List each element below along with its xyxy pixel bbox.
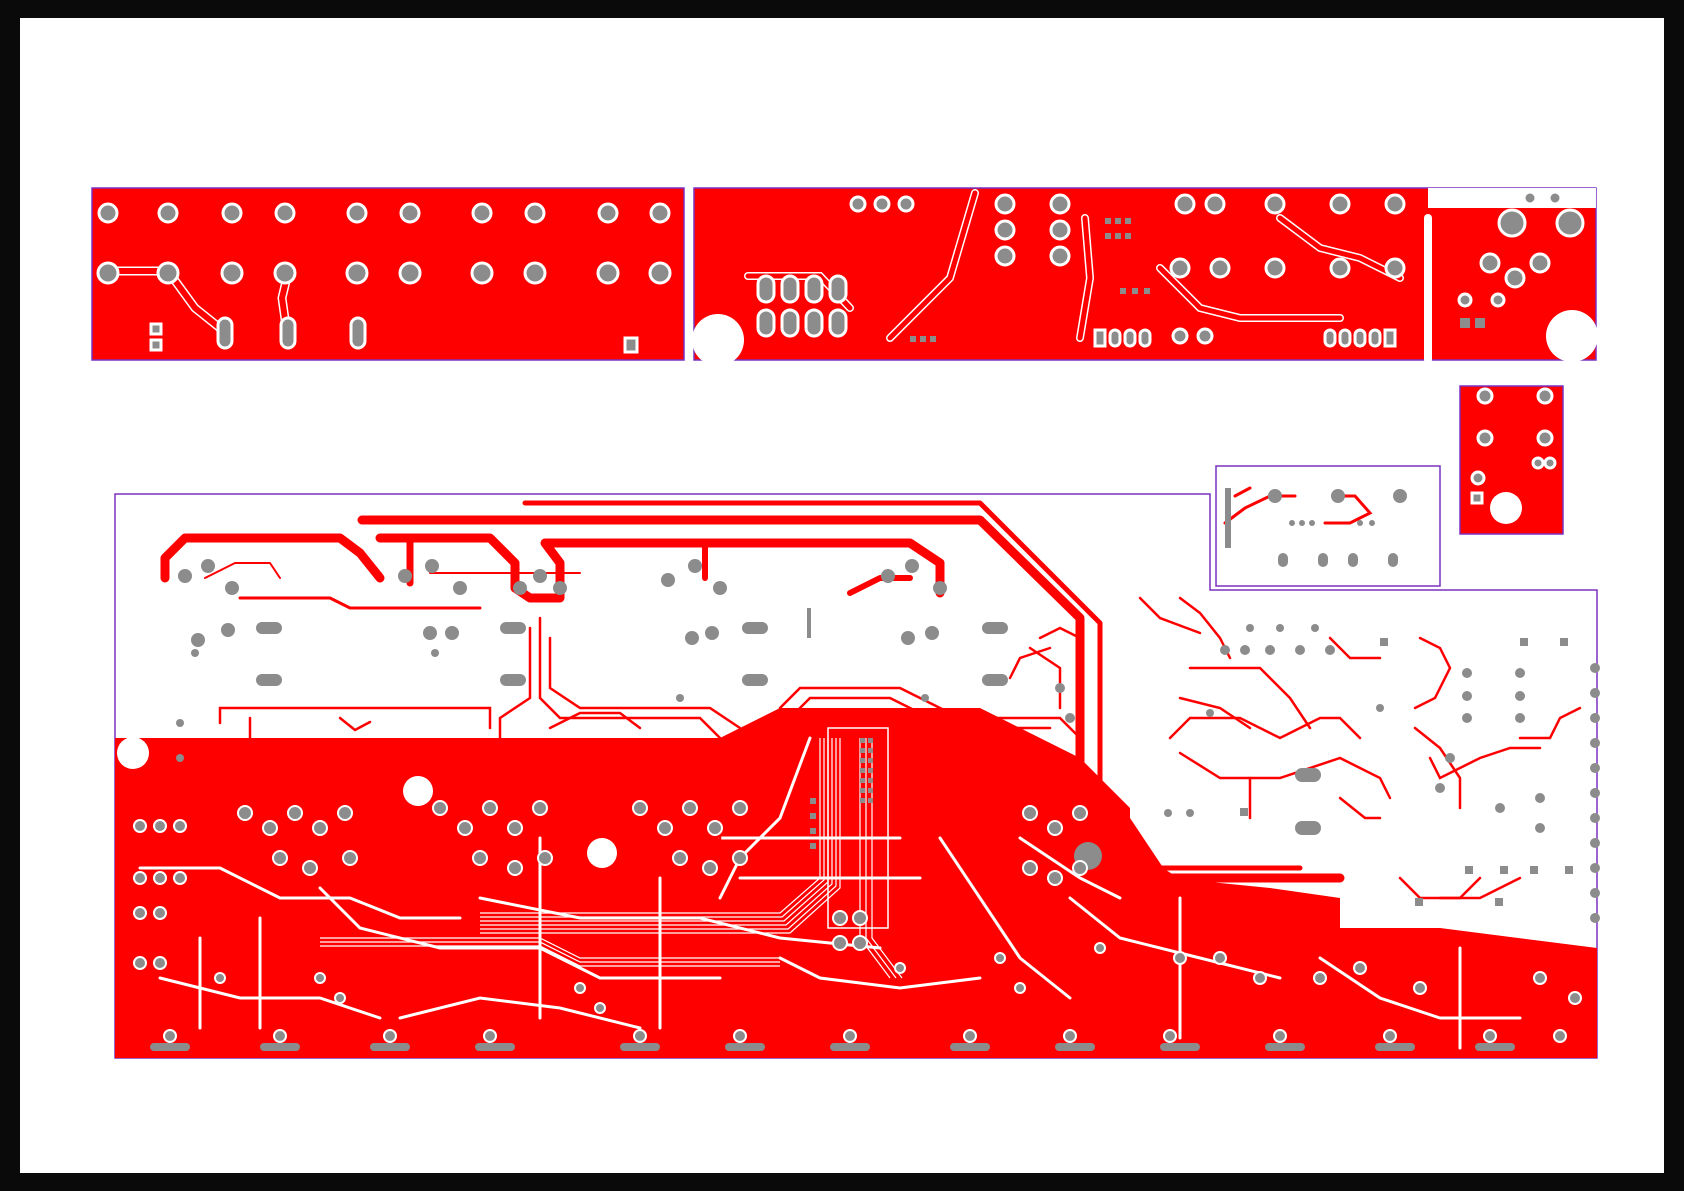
board-main-mount-hole-left [117,737,149,769]
board-b-white-segment [1428,188,1596,208]
board-b-mount-hole-left [692,314,744,366]
pcb-layout [20,18,1664,1173]
board-b [692,188,1598,366]
board-c [1460,386,1563,534]
board-a [92,188,684,360]
board-c-mount-hole [1490,492,1522,524]
board-main-mount-hole-a [403,776,433,806]
board-main-mount-hole-b [587,838,617,868]
board-b-mount-hole-right [1546,310,1598,362]
board-d [1216,466,1440,586]
board-d-outline [1216,466,1440,586]
drawing-sheet [20,18,1664,1173]
board-a-outline [92,188,684,360]
